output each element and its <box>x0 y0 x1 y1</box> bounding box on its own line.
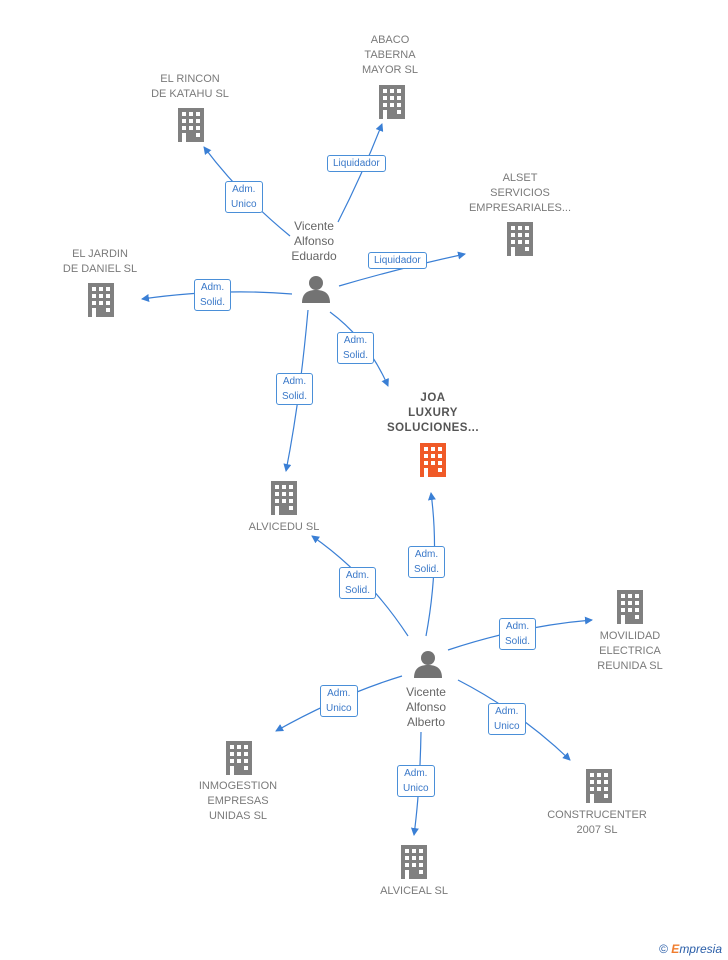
relation-label-alberto-alviceal: Adm. Unico <box>397 765 435 797</box>
relation-label-alberto-construcenter: Adm. Unico <box>488 703 526 735</box>
relation-label-eduardo-alset: Liquidador <box>368 252 427 269</box>
inmogestion-building-icon[interactable] <box>226 741 252 775</box>
person-label-eduardo[interactable]: Vicente Alfonso Eduardo <box>291 219 337 263</box>
rincon-building-icon[interactable] <box>178 108 204 142</box>
company-label-joa[interactable]: JOA LUXURY SOLUCIONES... <box>386 392 480 434</box>
brand-logo-text: mpresia <box>679 942 722 956</box>
company-label-movilidad[interactable]: MOVILIDAD ELECTRICA REUNIDA SL <box>597 630 663 672</box>
brand-logo-initial: E <box>671 942 680 956</box>
relation-label-alberto-joa: Adm. Solid. <box>408 546 446 578</box>
relation-label-eduardo-jardin: Adm. Solid. <box>194 279 232 311</box>
relation-label-eduardo-abaco: Liquidador <box>327 155 386 172</box>
construcenter-building-icon[interactable] <box>586 769 612 803</box>
alvicedu-building-icon[interactable] <box>271 481 297 515</box>
joa-building-icon[interactable] <box>420 443 446 477</box>
jardin-building-icon[interactable] <box>88 283 114 317</box>
eduardo-person-icon[interactable] <box>302 276 330 303</box>
company-label-inmogestion[interactable]: INMOGESTION EMPRESAS UNIDAS SL <box>198 780 278 822</box>
relation-label-eduardo-rincon: Adm. Unico <box>225 181 263 213</box>
relation-label-alberto-alvicedu: Adm. Solid. <box>339 567 377 599</box>
company-label-alviceal[interactable]: ALVICEAL SL <box>380 885 448 897</box>
alberto-person-icon[interactable] <box>414 651 442 678</box>
alset-building-icon[interactable] <box>507 222 533 256</box>
company-label-jardin[interactable]: EL JARDIN DE DANIEL SL <box>62 248 138 275</box>
company-label-alvicedu[interactable]: ALVICEDU SL <box>248 521 320 533</box>
company-label-rincon[interactable]: EL RINCON DE KATAHU SL <box>151 73 229 100</box>
copyright-icon: © <box>659 942 668 956</box>
edge-eduardo-alset <box>338 251 466 287</box>
alviceal-building-icon[interactable] <box>401 845 427 879</box>
relation-label-eduardo-alvicedu: Adm. Solid. <box>276 373 314 405</box>
relation-label-alberto-inmogestion: Adm. Unico <box>320 685 358 717</box>
brand-footer: © Empresia <box>659 942 722 956</box>
edge-eduardo-abaco <box>337 123 384 223</box>
person-label-alberto[interactable]: Vicente Alfonso Alberto <box>405 685 447 729</box>
company-label-alset[interactable]: ALSET SERVICIOS EMPRESARIALES... <box>468 172 572 214</box>
relation-label-alberto-movilidad: Adm. Solid. <box>499 618 537 650</box>
company-label-construcenter[interactable]: CONSTRUCENTER 2007 SL <box>547 809 647 836</box>
relation-label-eduardo-joa: Adm. Solid. <box>337 332 375 364</box>
abaco-building-icon[interactable] <box>379 85 405 119</box>
movilidad-building-icon[interactable] <box>617 590 643 624</box>
company-label-abaco[interactable]: ABACO TABERNA MAYOR SL <box>361 34 419 76</box>
